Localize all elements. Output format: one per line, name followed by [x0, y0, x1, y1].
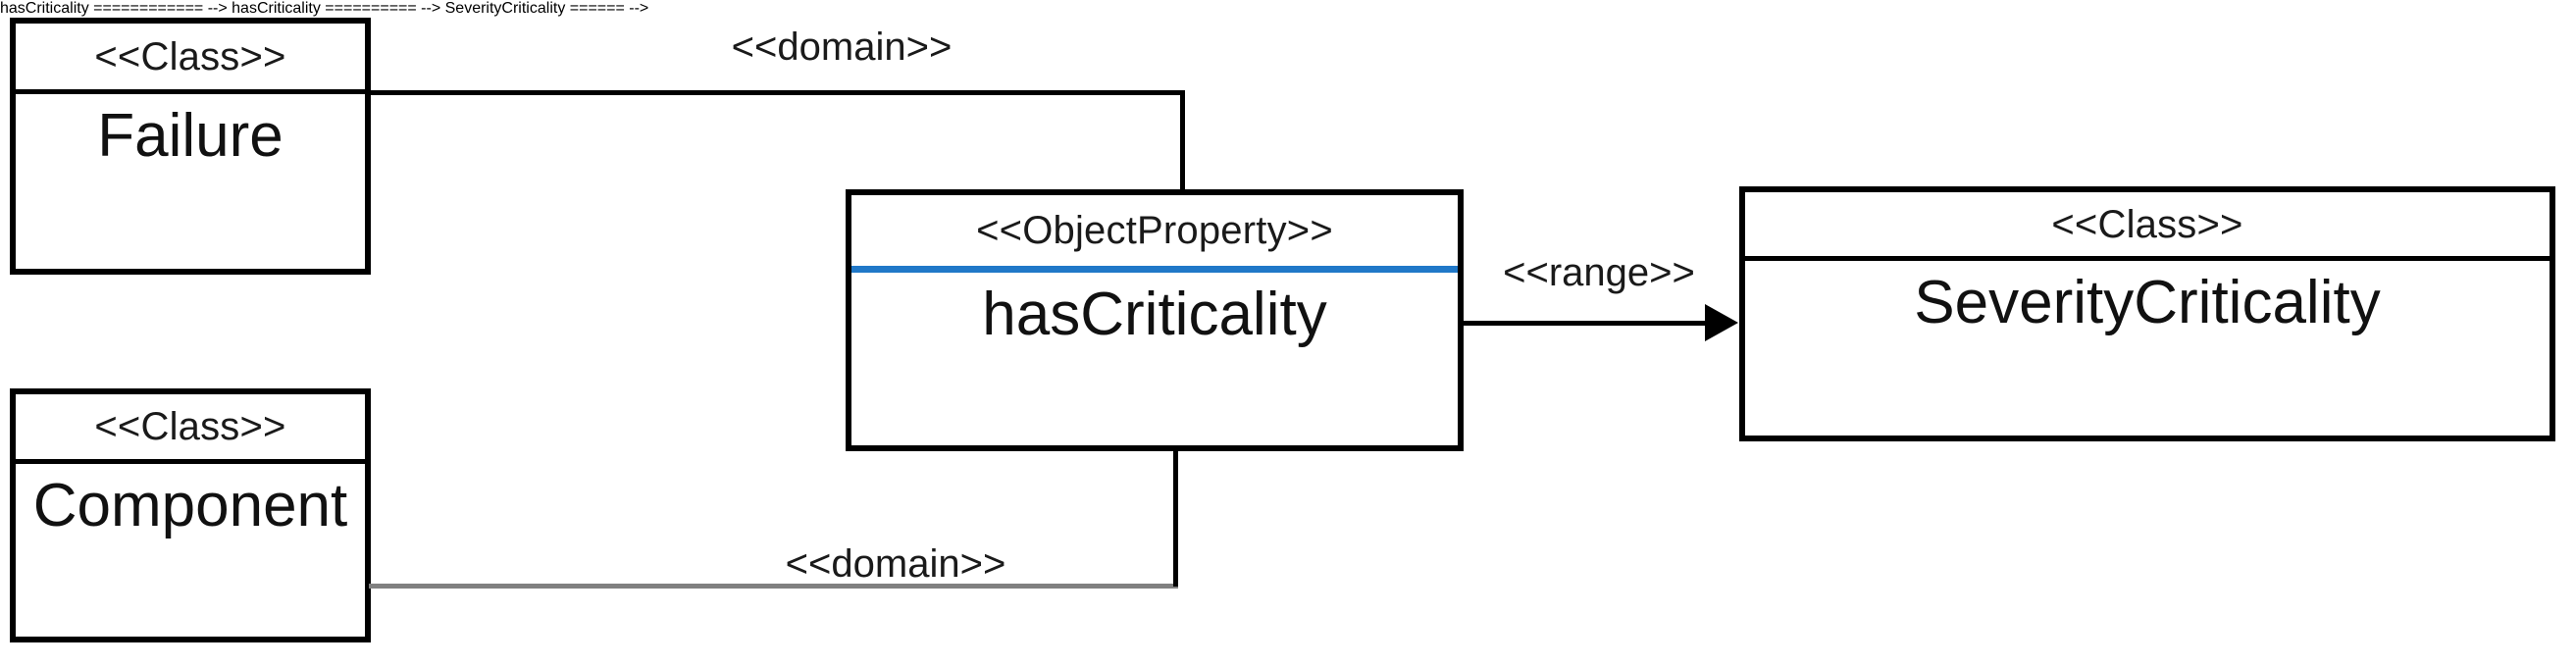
edge-label-domain-component: <<domain>>: [785, 542, 1006, 586]
class-node-failure[interactable]: <<Class>> Failure: [10, 18, 371, 275]
edge-domain-component-segment-horizontal: [369, 584, 1178, 589]
object-property-node-hascriticality[interactable]: <<ObjectProperty>> hasCriticality: [846, 189, 1464, 451]
edge-domain-failure-segment-horizontal: [369, 90, 1185, 95]
class-node-severitycriticality-stereotype-bar: <<Class>>: [1745, 192, 2550, 261]
object-property-node-stereotype: <<ObjectProperty>>: [976, 209, 1333, 252]
class-node-failure-stereotype: <<Class>>: [94, 34, 286, 78]
class-node-severitycriticality-name: SeverityCriticality: [1914, 269, 2381, 336]
class-node-severitycriticality-stereotype: <<Class>>: [2051, 202, 2243, 246]
class-node-component-body: Component: [16, 464, 365, 637]
edge-range-arrowhead-icon: [1705, 304, 1738, 341]
edge-domain-failure-segment-vertical: [1180, 90, 1185, 191]
object-property-node-name: hasCriticality: [982, 281, 1327, 348]
class-node-severitycriticality-body: SeverityCriticality: [1745, 261, 2550, 436]
class-node-severitycriticality[interactable]: <<Class>> SeverityCriticality: [1739, 186, 2555, 441]
object-property-node-stereotype-bar: <<ObjectProperty>>: [851, 195, 1458, 273]
edge-range-segment-horizontal: [1462, 321, 1707, 326]
object-property-node-body: hasCriticality: [851, 273, 1458, 445]
class-node-component-stereotype: <<Class>>: [94, 405, 286, 448]
class-node-failure-body: Failure: [16, 94, 365, 269]
class-node-component-stereotype-bar: <<Class>>: [16, 394, 365, 464]
edge-label-domain-failure: <<domain>>: [731, 26, 953, 69]
class-node-failure-name: Failure: [97, 102, 283, 170]
class-node-failure-stereotype-bar: <<Class>>: [16, 24, 365, 94]
edge-domain-component-segment-vertical: [1173, 449, 1178, 587]
class-node-component[interactable]: <<Class>> Component: [10, 388, 371, 642]
class-node-component-name: Component: [32, 472, 348, 539]
edge-label-range: <<range>>: [1503, 251, 1695, 294]
